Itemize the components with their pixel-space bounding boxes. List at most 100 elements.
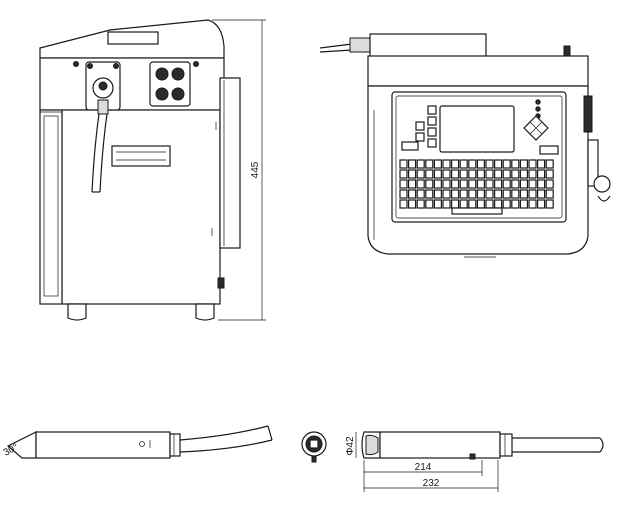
keyboard-key	[451, 189, 460, 199]
keyboard-key	[399, 199, 408, 209]
keyboard-key	[511, 159, 520, 169]
keyboard-key	[433, 179, 442, 189]
keyboard-key	[459, 169, 468, 179]
keyboard-key	[545, 169, 554, 179]
keyboard-key	[502, 169, 511, 179]
keyboard-key	[494, 179, 503, 189]
keyboard-key	[545, 189, 554, 199]
keyboard-key	[494, 169, 503, 179]
keyboard-key	[528, 179, 537, 189]
head-body-length-label: 214	[415, 462, 432, 473]
height-dimension-label: 445	[250, 161, 261, 178]
keyboard-key	[408, 189, 417, 199]
keyboard-key	[536, 169, 546, 179]
keyboard-key	[416, 199, 425, 209]
keyboard-key	[399, 179, 408, 189]
keyboard-key	[536, 199, 546, 209]
keyboard-key	[511, 189, 520, 199]
print-head-top-view: Φ42 214 232	[345, 431, 604, 492]
keyboard-key	[494, 199, 503, 209]
keyboard-key	[442, 159, 451, 169]
keyboard-key	[519, 189, 529, 199]
keyboard-key	[459, 159, 468, 169]
keyboard-key	[399, 169, 408, 179]
printer-side-view	[39, 19, 241, 321]
keyboard-key	[416, 179, 425, 189]
keyboard-key	[476, 179, 485, 189]
keyboard-key	[425, 179, 434, 189]
keyboard-key	[545, 179, 554, 189]
keyboard-key	[408, 199, 417, 209]
keyboard-key	[416, 189, 425, 199]
keyboard-key	[519, 179, 529, 189]
keyboard-key	[459, 179, 468, 189]
keyboard-key	[425, 169, 434, 179]
head-total-length-label: 232	[423, 478, 440, 489]
keyboard-key	[485, 159, 494, 169]
keyboard-key	[442, 199, 451, 209]
keyboard-key	[502, 199, 511, 209]
keyboard-key	[519, 159, 529, 169]
printer-keyboard	[399, 159, 554, 209]
head-diameter-label: Φ42	[345, 436, 356, 456]
keyboard-key	[476, 159, 485, 169]
keyboard-key	[511, 199, 520, 209]
keyboard-key	[528, 199, 537, 209]
keyboard-key	[468, 159, 477, 169]
keyboard-key	[502, 189, 511, 199]
keyboard-key	[485, 189, 494, 199]
keyboard-key	[545, 159, 554, 169]
keyboard-key	[425, 199, 434, 209]
keyboard-key	[485, 179, 494, 189]
keyboard-key	[511, 169, 520, 179]
keyboard-key	[536, 159, 546, 169]
keyboard-key	[459, 199, 468, 209]
keyboard-key	[442, 169, 451, 179]
printer-front-view	[319, 33, 611, 258]
keyboard-key	[451, 169, 460, 179]
keyboard-key	[451, 159, 460, 169]
keyboard-key	[468, 179, 477, 189]
keyboard-key	[399, 159, 408, 169]
keyboard-key	[494, 189, 503, 199]
keyboard-key	[494, 159, 503, 169]
keyboard-key	[536, 179, 546, 189]
print-head-end-view	[301, 431, 327, 463]
keyboard-key	[433, 199, 442, 209]
keyboard-key	[408, 169, 417, 179]
keyboard-key	[485, 169, 494, 179]
keyboard-key	[399, 189, 408, 199]
keyboard-key	[459, 189, 468, 199]
keyboard-key	[451, 199, 460, 209]
keyboard-key	[476, 199, 485, 209]
keyboard-key	[502, 159, 511, 169]
keyboard-key	[476, 169, 485, 179]
keyboard-key	[519, 169, 529, 179]
keyboard-key	[425, 189, 434, 199]
keyboard-key	[408, 159, 417, 169]
keyboard-key	[528, 189, 537, 199]
keyboard-key	[408, 179, 417, 189]
keyboard-key	[433, 169, 442, 179]
keyboard-key	[528, 169, 537, 179]
keyboard-key	[519, 199, 529, 209]
keyboard-key	[442, 179, 451, 189]
keyboard-key	[468, 199, 477, 209]
keyboard-key	[425, 159, 434, 169]
keyboard-key	[476, 189, 485, 199]
keyboard-key	[468, 169, 477, 179]
keyboard-key	[416, 169, 425, 179]
keyboard-key	[451, 179, 460, 189]
keyboard-key	[528, 159, 537, 169]
keyboard-key	[468, 189, 477, 199]
keyboard-key	[536, 189, 546, 199]
keyboard-key	[502, 179, 511, 189]
height-dimension: 445	[212, 19, 266, 321]
keyboard-key	[485, 199, 494, 209]
keyboard-key	[511, 179, 520, 189]
keyboard-key	[416, 159, 425, 169]
keyboard-key	[442, 189, 451, 199]
print-head-side-view: 30°	[2, 425, 273, 459]
keyboard-key	[545, 199, 554, 209]
